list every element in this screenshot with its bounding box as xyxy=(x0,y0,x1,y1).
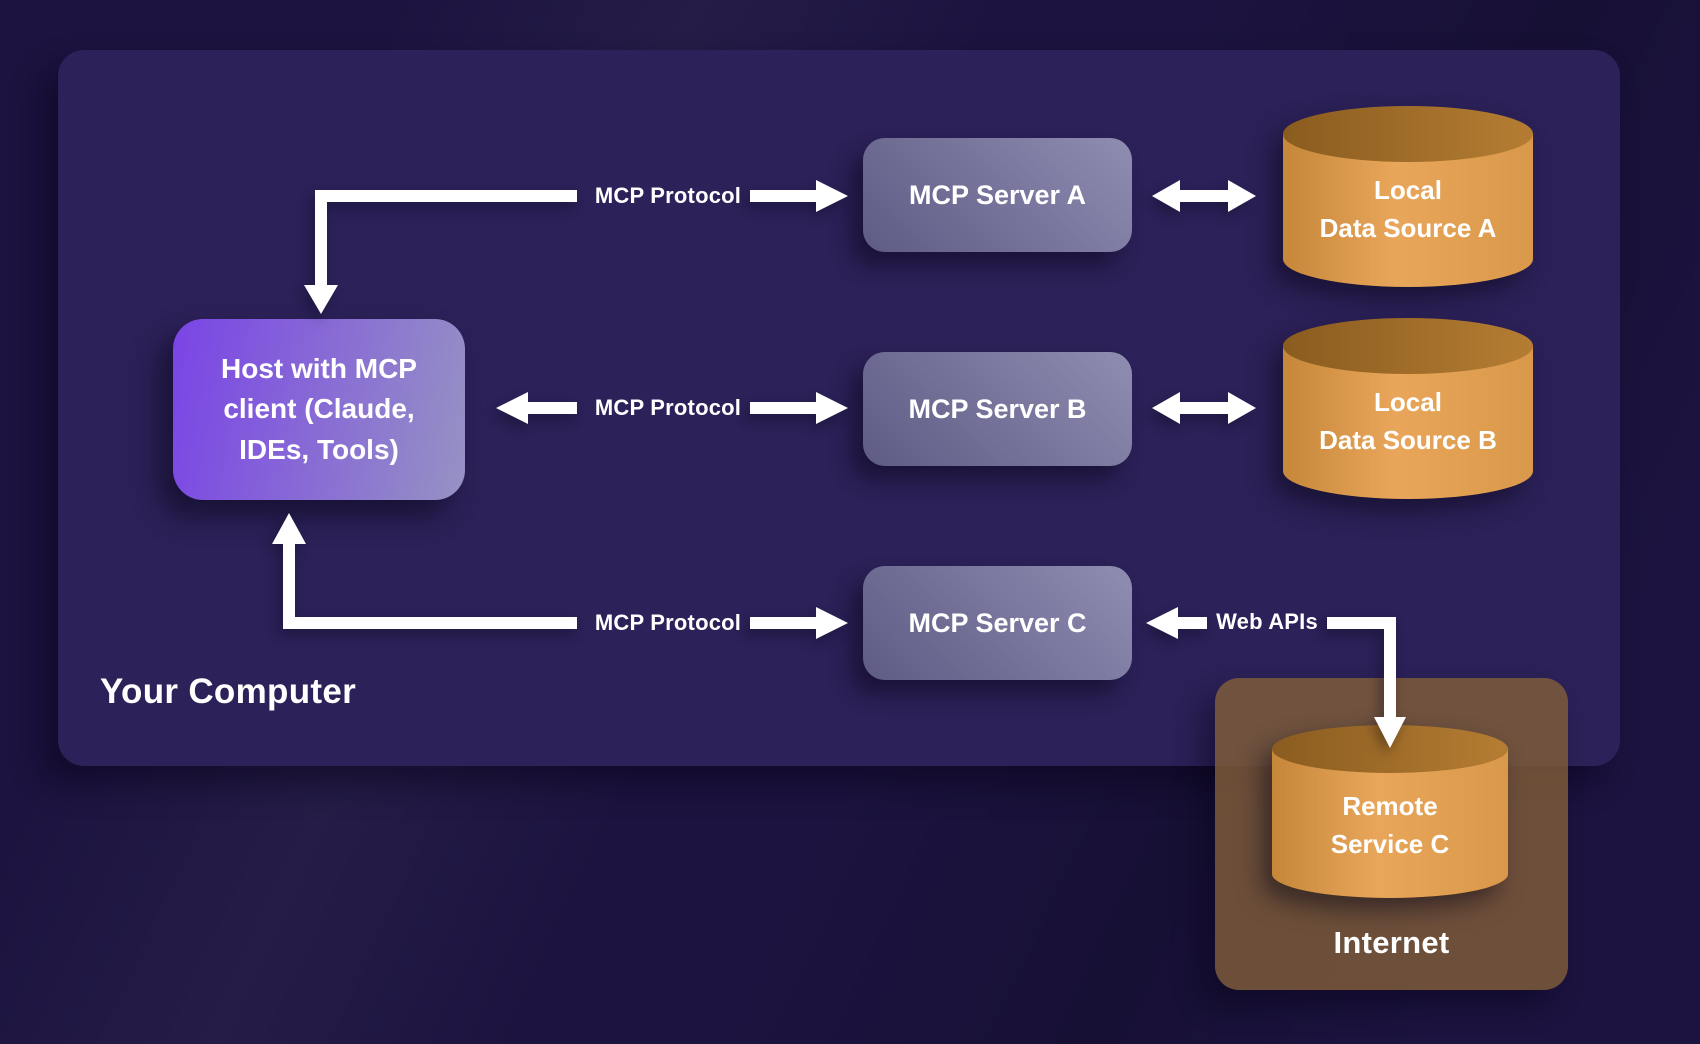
cylinder-body xyxy=(1283,134,1533,287)
local-data-source-a-label: Local Data Source A xyxy=(1319,174,1497,243)
cylinder-body xyxy=(1283,346,1533,499)
internet-label: Internet xyxy=(1333,925,1450,960)
remote-service-c-cylinder xyxy=(1272,725,1508,898)
mcp-protocol-label-b: MCP Protocol xyxy=(594,395,742,420)
remote-service-c-label: Remote Service C xyxy=(1330,790,1450,859)
local-data-source-b-label: Local Data Source B xyxy=(1319,386,1497,455)
cylinder-top xyxy=(1283,318,1533,374)
local-data-source-a-cylinder xyxy=(1283,106,1533,287)
mcp-server-a-box: MCP Server A xyxy=(863,138,1132,252)
mcp-server-c-label: MCP Server C xyxy=(908,607,1087,638)
local-data-source-b-cylinder xyxy=(1283,318,1533,499)
cylinder-top xyxy=(1272,725,1508,773)
mcp-server-b-label: MCP Server B xyxy=(908,393,1087,424)
cylinder-body xyxy=(1272,749,1508,898)
host-with-mcp-client-box: Host with MCP client (Claude, IDEs, Tool… xyxy=(173,319,465,500)
web-apis-label: Web APIs xyxy=(1216,609,1318,634)
mcp-server-c-box: MCP Server C xyxy=(863,566,1132,680)
mcp-server-b-box: MCP Server B xyxy=(863,352,1132,466)
mcp-server-a-label: MCP Server A xyxy=(908,179,1087,210)
host-label: Host with MCP client (Claude, IDEs, Tool… xyxy=(221,353,417,465)
mcp-protocol-label-c: MCP Protocol xyxy=(594,610,742,635)
your-computer-label: Your Computer xyxy=(100,672,357,711)
mcp-protocol-label-a: MCP Protocol xyxy=(594,183,742,208)
cylinder-top xyxy=(1283,106,1533,162)
